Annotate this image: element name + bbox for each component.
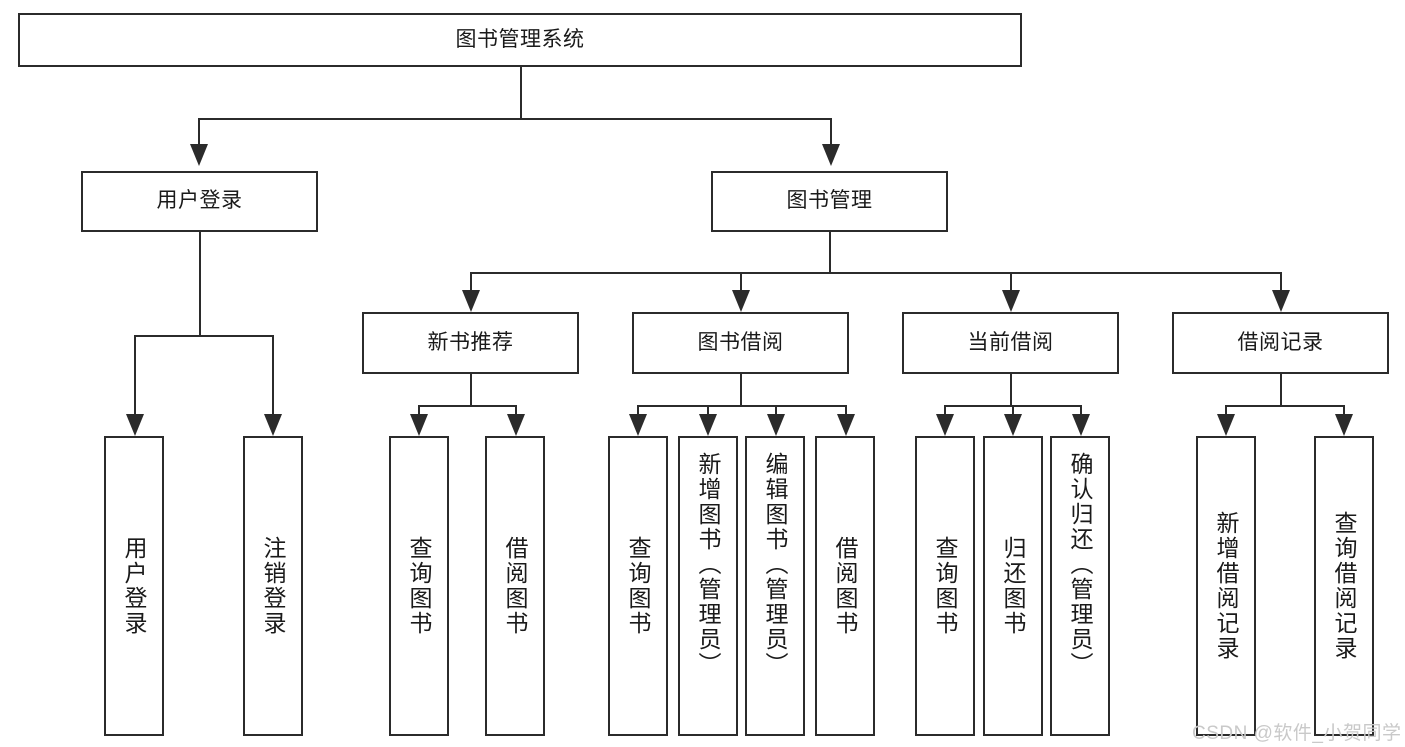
- connector-newbook-trunk: [470, 374, 472, 405]
- arrow-current-leaf3: [1072, 414, 1090, 436]
- node-label: 图书管理系统: [455, 27, 585, 51]
- node-label: 查询借阅记录: [1331, 511, 1358, 661]
- node-label: 编辑图书（管理员）: [762, 452, 789, 677]
- connector-newbook-leaf2: [515, 405, 517, 414]
- node-label: 借阅记录: [1237, 330, 1324, 354]
- node-label: 新书推荐: [427, 330, 514, 354]
- arrow-current-leaf2: [1004, 414, 1022, 436]
- node-label: 确认归还（管理员）: [1067, 452, 1094, 677]
- leaf-borrow-borrow-book[interactable]: 借阅图书: [815, 436, 875, 736]
- connector-borrow-bar: [637, 405, 845, 407]
- arrow-record-leaf1: [1217, 414, 1235, 436]
- arrow-bookmgmt-to-current: [1002, 290, 1020, 312]
- connector-borrow-leaf2: [707, 405, 709, 414]
- connector-root-bar: [198, 118, 830, 120]
- connector-root-to-bookmgmt: [830, 118, 832, 144]
- node-label: 查询图书: [406, 536, 433, 636]
- leaf-user-login[interactable]: 用户登录: [104, 436, 164, 736]
- leaf-borrow-edit-book-admin[interactable]: 编辑图书（管理员）: [745, 436, 805, 736]
- node-label: 查询图书: [625, 536, 652, 636]
- node-label: 图书借阅: [697, 330, 784, 354]
- arrow-bookmgmt-to-record: [1272, 290, 1290, 312]
- arrow-root-to-userlogin: [190, 144, 208, 166]
- arrow-userlogin-leaf2: [264, 414, 282, 436]
- connector-userlogin-bar: [134, 335, 272, 337]
- connector-record-trunk: [1280, 374, 1282, 405]
- node-label: 注销登录: [260, 536, 287, 636]
- connector-userlogin-trunk: [199, 232, 201, 335]
- connector-borrow-leaf4: [845, 405, 847, 414]
- connector-bookmgmt-trunk: [829, 232, 831, 272]
- arrow-bookmgmt-to-borrow: [732, 290, 750, 312]
- node-label: 当前借阅: [967, 330, 1054, 354]
- connector-bookmgmt-to-current: [1010, 272, 1012, 290]
- arrow-borrow-leaf3: [767, 414, 785, 436]
- connector-userlogin-leaf1: [134, 335, 136, 414]
- arrow-borrow-leaf4: [837, 414, 855, 436]
- leaf-borrow-add-book-admin[interactable]: 新增图书（管理员）: [678, 436, 738, 736]
- connector-newbook-leaf1: [418, 405, 420, 414]
- connector-userlogin-leaf2: [272, 335, 274, 414]
- connector-current-trunk: [1010, 374, 1012, 405]
- connector-bookmgmt-bar: [470, 272, 1280, 274]
- arrow-root-to-bookmgmt: [822, 144, 840, 166]
- arrow-newbook-leaf1: [410, 414, 428, 436]
- arrow-newbook-leaf2: [507, 414, 525, 436]
- leaf-logout[interactable]: 注销登录: [243, 436, 303, 736]
- connector-borrow-leaf3: [775, 405, 777, 414]
- node-label: 图书管理: [786, 189, 873, 213]
- node-label: 用户登录: [121, 536, 148, 636]
- connector-record-bar: [1225, 405, 1343, 407]
- connector-root-to-userlogin: [198, 118, 200, 144]
- node-label: 借阅图书: [502, 536, 529, 636]
- node-label: 用户登录: [156, 189, 243, 213]
- leaf-newbook-query-book[interactable]: 查询图书: [389, 436, 449, 736]
- leaf-record-query-record[interactable]: 查询借阅记录: [1314, 436, 1374, 736]
- connector-bookmgmt-to-borrow: [740, 272, 742, 290]
- connector-current-leaf3: [1080, 405, 1082, 414]
- node-label: 归还图书: [1000, 536, 1027, 636]
- node-new-book-recommend[interactable]: 新书推荐: [362, 312, 579, 374]
- arrow-record-leaf2: [1335, 414, 1353, 436]
- node-borrow-record[interactable]: 借阅记录: [1172, 312, 1389, 374]
- connector-bookmgmt-to-newbook: [470, 272, 472, 290]
- leaf-borrow-query-book[interactable]: 查询图书: [608, 436, 668, 736]
- leaf-record-add-record[interactable]: 新增借阅记录: [1196, 436, 1256, 736]
- connector-root-trunk: [520, 67, 522, 118]
- arrow-current-leaf1: [936, 414, 954, 436]
- arrow-bookmgmt-to-newbook: [462, 290, 480, 312]
- node-label: 借阅图书: [832, 536, 859, 636]
- arrow-borrow-leaf1: [629, 414, 647, 436]
- arrow-borrow-leaf2: [699, 414, 717, 436]
- connector-current-leaf2: [1012, 405, 1014, 414]
- connector-borrow-leaf1: [637, 405, 639, 414]
- connector-record-leaf2: [1343, 405, 1345, 414]
- node-user-login[interactable]: 用户登录: [81, 171, 318, 232]
- node-book-management[interactable]: 图书管理: [711, 171, 948, 232]
- leaf-current-return-book[interactable]: 归还图书: [983, 436, 1043, 736]
- connector-borrow-trunk: [740, 374, 742, 405]
- node-book-borrow[interactable]: 图书借阅: [632, 312, 849, 374]
- leaf-current-confirm-return-admin[interactable]: 确认归还（管理员）: [1050, 436, 1110, 736]
- node-label: 新增借阅记录: [1213, 511, 1240, 661]
- connector-newbook-bar: [418, 405, 515, 407]
- leaf-newbook-borrow-book[interactable]: 借阅图书: [485, 436, 545, 736]
- node-root-system[interactable]: 图书管理系统: [18, 13, 1022, 67]
- node-label: 查询图书: [932, 536, 959, 636]
- connector-record-leaf1: [1225, 405, 1227, 414]
- leaf-current-query-book[interactable]: 查询图书: [915, 436, 975, 736]
- connector-current-leaf1: [944, 405, 946, 414]
- node-label: 新增图书（管理员）: [695, 452, 722, 677]
- node-current-borrow[interactable]: 当前借阅: [902, 312, 1119, 374]
- arrow-userlogin-leaf1: [126, 414, 144, 436]
- connector-bookmgmt-to-record: [1280, 272, 1282, 290]
